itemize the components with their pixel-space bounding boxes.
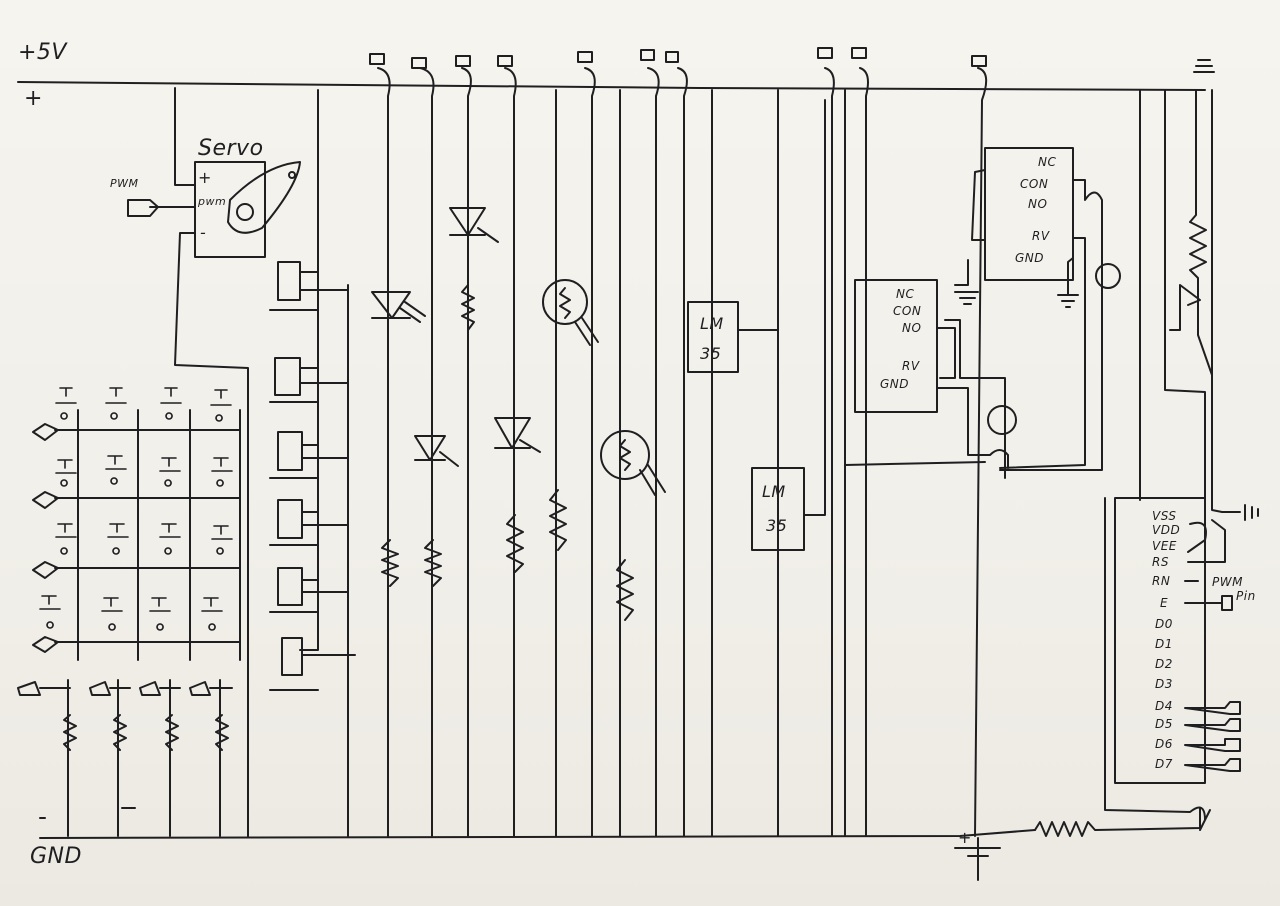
lcd-pin-d2: D2: [1155, 657, 1173, 671]
servo-pwm-label: PWM: [110, 177, 139, 190]
lcd-pin-e: E: [1160, 596, 1169, 610]
lm35-1-line1: LM: [700, 314, 724, 333]
servo-pwm-input-pin: [127, 199, 159, 217]
lcd-pin-rs: RS: [1152, 555, 1169, 569]
lcd-pin-rn: RN: [1152, 574, 1171, 588]
lcd-box: [1114, 497, 1206, 784]
lcd-pin-d0: D0: [1155, 617, 1173, 631]
relay-2-pin-con: CON: [893, 304, 922, 318]
gnd-rail: [39, 829, 1036, 839]
relay-1-pin-con: CON: [1020, 177, 1049, 191]
lcd-pin-d3: D3: [1155, 677, 1173, 691]
lcd-pin-vee: VEE: [1152, 539, 1177, 553]
lcd-pin-d4: D4: [1155, 699, 1173, 713]
relay-2-pin-nc: NC: [896, 287, 915, 301]
servo-pin-pwm: pwm: [198, 195, 227, 208]
lcd-pin-d5: D5: [1155, 717, 1173, 731]
servo-pin-minus: -: [200, 223, 207, 242]
relay-1-box: [984, 147, 1074, 281]
relay-2-pin-rv: RV: [902, 359, 920, 373]
lm35-2-line2: 35: [766, 516, 788, 535]
gnd-label: GND: [30, 844, 82, 869]
servo-box: [194, 161, 266, 258]
lcd-pwm-label: PWM: [1212, 575, 1243, 589]
relay-wiring: [844, 169, 1121, 479]
lcd-pin-d1: D1: [1155, 637, 1173, 651]
relay-2-box: [854, 279, 938, 413]
relay-1-pin-rv: RV: [1032, 229, 1050, 243]
component-verticals: [369, 47, 988, 837]
relay-2-pin-no: NO: [902, 321, 922, 335]
relay-1-pin-gnd: GND: [1015, 251, 1045, 265]
plus-symbol: +: [24, 86, 43, 111]
relay-1-pin-nc: NC: [1038, 155, 1057, 169]
lcd-pin-vss: VSS: [1152, 509, 1177, 523]
lcd-pin-d7: D7: [1155, 757, 1173, 771]
lcd-pin-d6: D6: [1155, 737, 1173, 751]
vcc-rail: [17, 81, 1206, 91]
ground-symbol: [954, 837, 1001, 881]
servo-pin-plus: +: [198, 168, 212, 187]
plus-sign-bottom: +: [958, 828, 972, 847]
lcd-pin-label: Pin: [1236, 589, 1256, 603]
button-column: [269, 89, 356, 837]
servo-horn: [227, 161, 301, 234]
lm35-2-line1: LM: [762, 482, 786, 501]
lcd-pin-vdd: VDD: [1152, 523, 1181, 537]
potentiometer: [1139, 59, 1259, 521]
relay-2-pin-gnd: GND: [880, 377, 910, 391]
lcd-wiring: [1104, 497, 1241, 831]
relay-1-pin-no: NO: [1028, 197, 1048, 211]
keypad-matrix: [17, 387, 241, 837]
lm35-1-line2: 35: [700, 344, 722, 363]
vcc-label: +5V: [18, 40, 67, 65]
bottom-resistor: [1034, 807, 1201, 837]
servo-title: Servo: [198, 136, 264, 161]
